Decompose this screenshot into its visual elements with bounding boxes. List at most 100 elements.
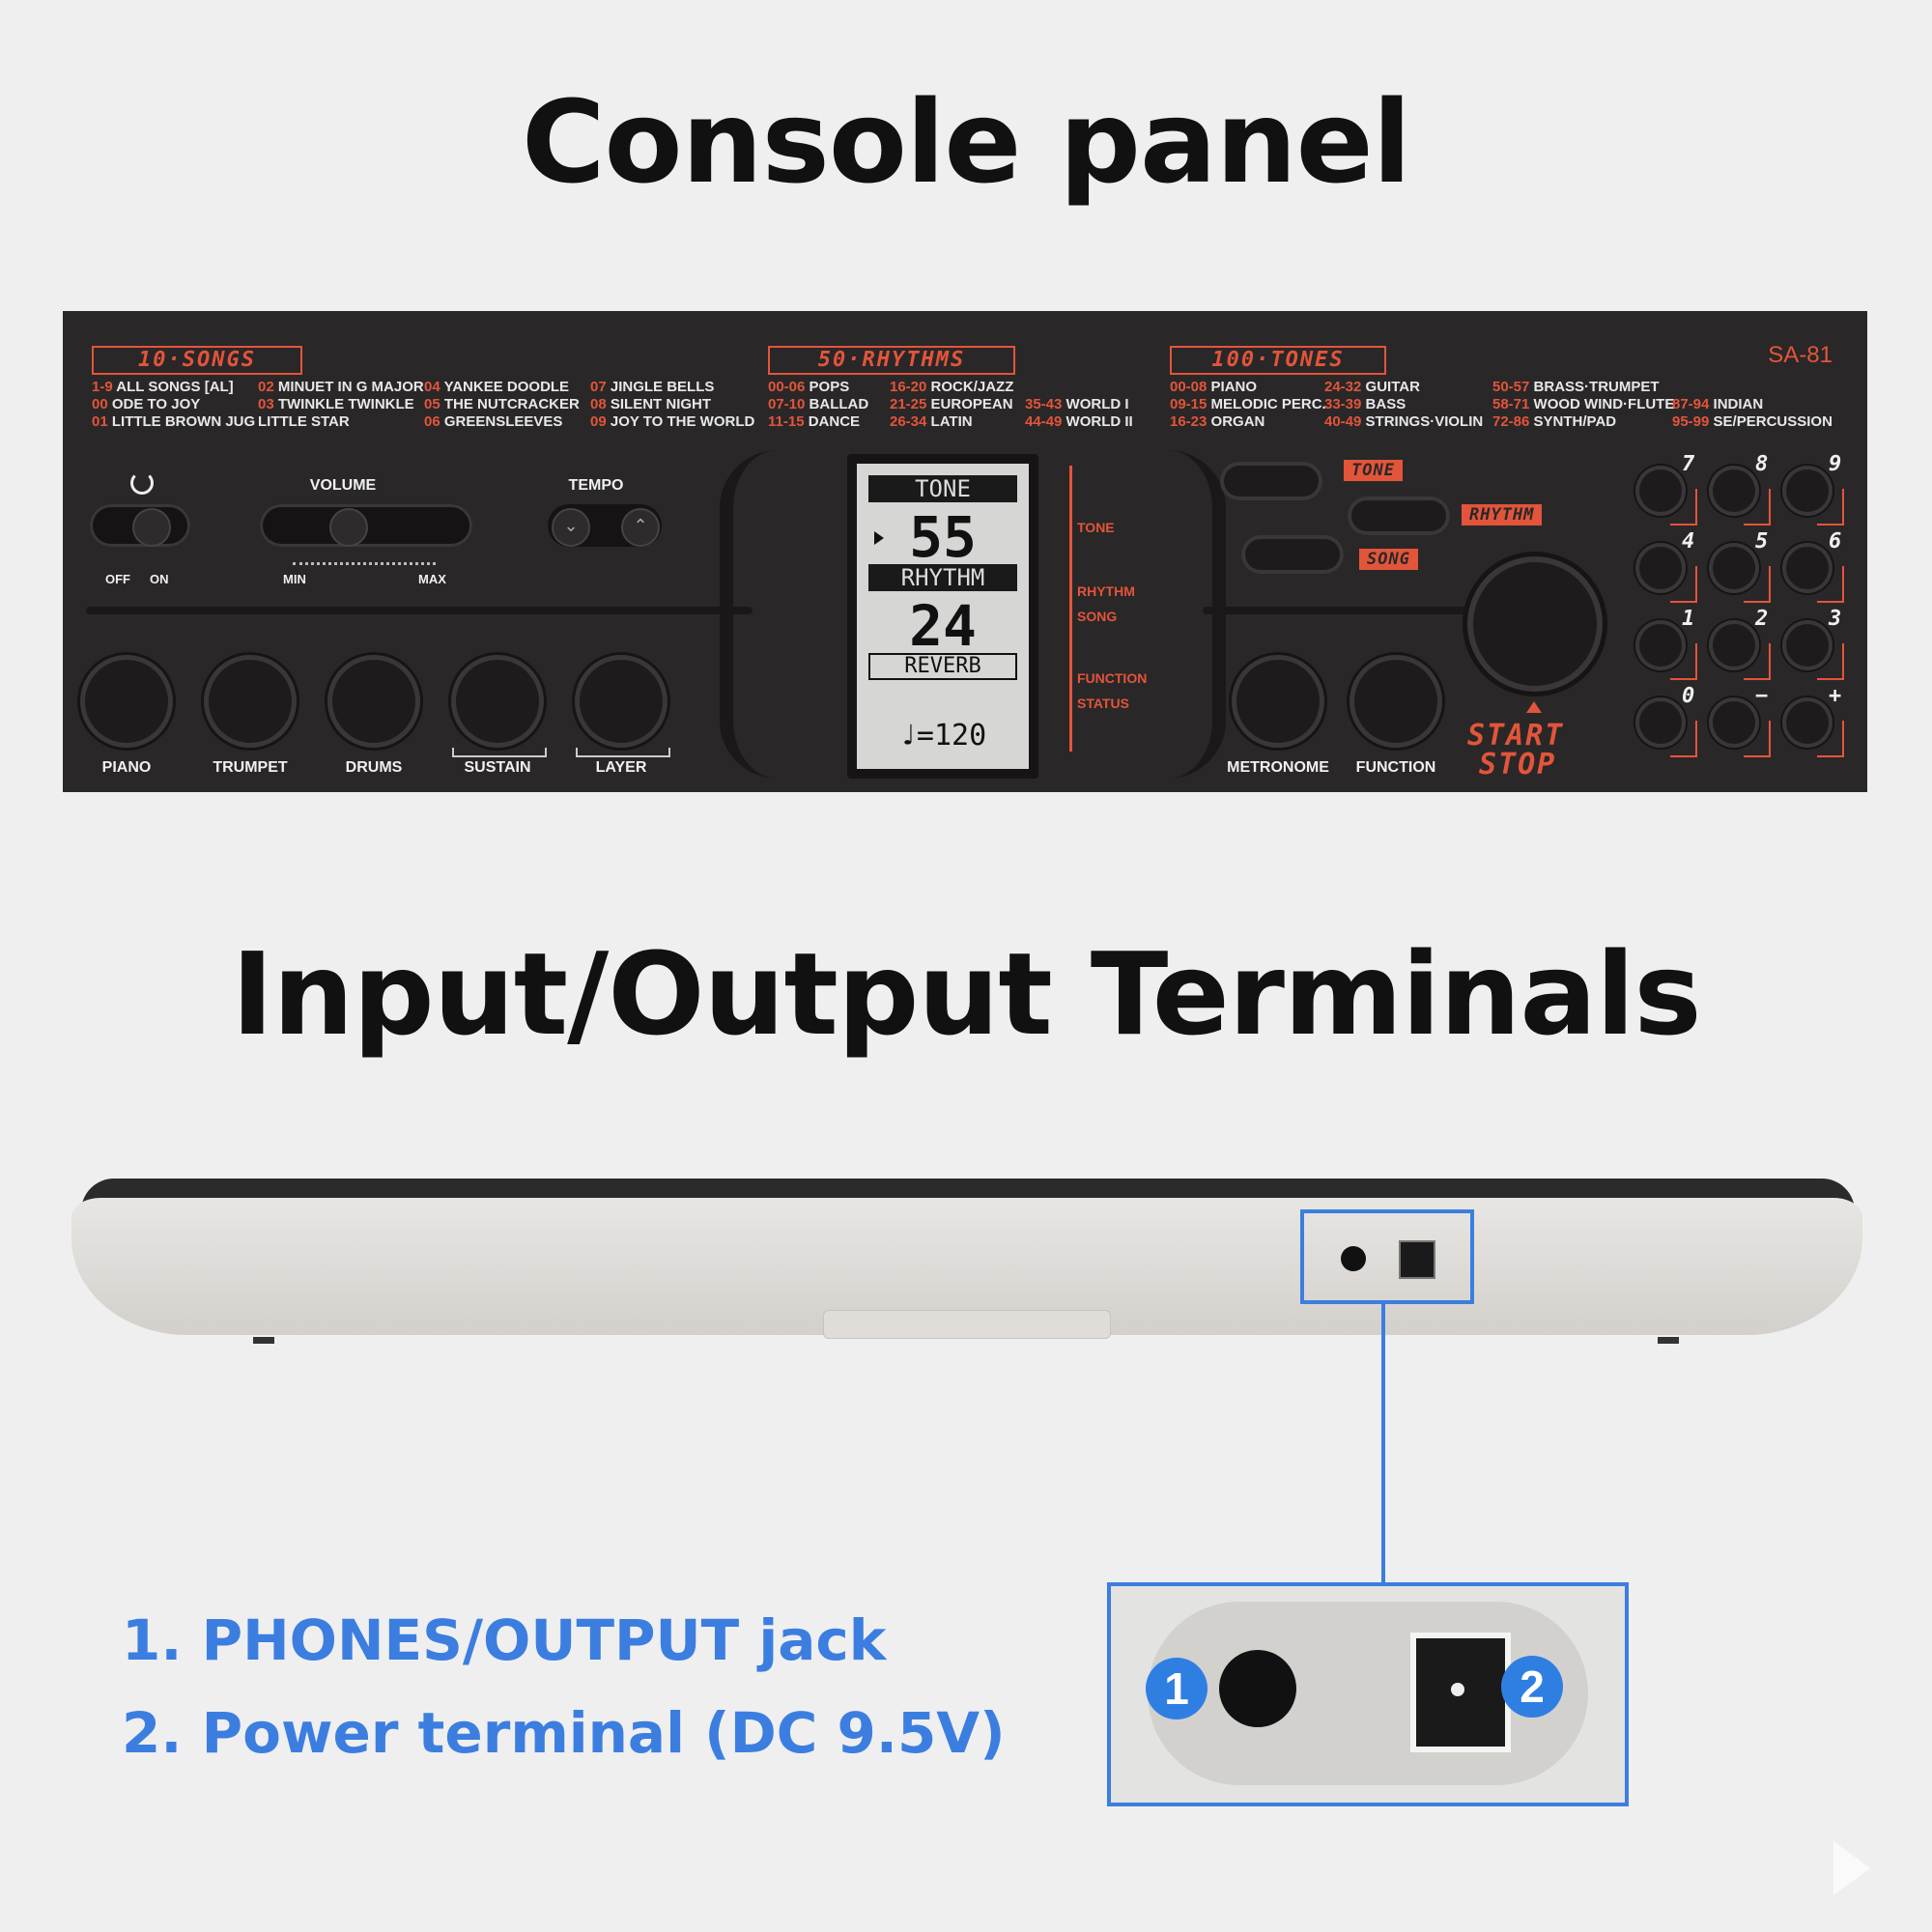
- list-item-number: 06: [424, 413, 444, 430]
- list-item: 09 JOY TO THE WORLD: [590, 413, 754, 431]
- list-item-name: JINGLE BELLS: [610, 379, 715, 395]
- list-item: 87-94 INDIAN: [1672, 396, 1833, 413]
- min-label: MIN: [283, 572, 306, 586]
- list-item-name: ODE TO JOY: [111, 396, 201, 412]
- keypad-bracket: [1817, 721, 1844, 757]
- keypad-button[interactable]: [1635, 543, 1686, 593]
- list-item-name: [1025, 379, 1029, 395]
- keypad-bracket: [1744, 489, 1771, 526]
- stop-label: STOP: [1479, 748, 1557, 781]
- keypad-button[interactable]: [1782, 697, 1833, 748]
- list-item: 50-57 BRASS·TRUMPET: [1492, 379, 1674, 396]
- list-item: 07-10 BALLAD: [768, 396, 868, 413]
- console-panel: 10·SONGS 50·RHYTHMS 100·TONES SA-81 1-9 …: [63, 311, 1867, 792]
- start-arrow-icon: [1526, 701, 1542, 713]
- rhythm-mode-button[interactable]: [1348, 497, 1450, 535]
- trumpet-label: TRUMPET: [213, 759, 288, 776]
- keypad-button[interactable]: [1635, 697, 1686, 748]
- list-item-number: 00-08: [1170, 379, 1211, 395]
- keypad-button[interactable]: [1709, 697, 1759, 748]
- list-item: 21-25 EUROPEAN: [890, 396, 1013, 413]
- power-icon: [130, 471, 154, 495]
- list-item-name: GREENSLEEVES: [443, 413, 563, 430]
- trumpet-button[interactable]: [204, 655, 297, 748]
- list-item: 06 GREENSLEEVES: [424, 413, 580, 431]
- list-item: 00-06 POPS: [768, 379, 868, 396]
- function-label: FUNCTION: [1355, 759, 1436, 776]
- list-item-name: BASS: [1365, 396, 1406, 412]
- list-item-name: BRASS·TRUMPET: [1533, 379, 1660, 395]
- list-item-name: JOY TO THE WORLD: [610, 413, 755, 430]
- list-item: 02 MINUET IN G MAJOR: [258, 379, 424, 396]
- off-label: OFF: [105, 572, 130, 586]
- list-item-name: SE/PERCUSSION: [1713, 413, 1833, 430]
- keypad-button[interactable]: [1635, 466, 1686, 516]
- tempo-up-button[interactable]: ⌃: [621, 508, 660, 547]
- tone-mode-button[interactable]: [1220, 462, 1322, 500]
- list-item-number: 24-32: [1324, 379, 1366, 395]
- list-item-number: 00: [92, 396, 112, 412]
- volume-slider[interactable]: [260, 504, 472, 547]
- list-item-name: GUITAR: [1365, 379, 1420, 395]
- keypad-bracket: [1670, 721, 1697, 757]
- function-button[interactable]: [1350, 655, 1442, 748]
- keypad-digit: 0: [1682, 684, 1695, 708]
- play-icon[interactable]: [1833, 1841, 1870, 1895]
- power-terminal: [1410, 1633, 1511, 1752]
- power-switch[interactable]: [90, 504, 190, 547]
- list-item-name: WORLD II: [1065, 413, 1133, 430]
- keypad-digit: 3: [1829, 607, 1842, 631]
- list-item-name: STRINGS·VIOLIN: [1365, 413, 1484, 430]
- side-label-song: SONG: [1077, 609, 1118, 624]
- keypad-digit: 7: [1682, 452, 1695, 476]
- metronome-button[interactable]: [1232, 655, 1324, 748]
- callout-line: [1381, 1302, 1385, 1585]
- keyboard-foot-right: [1658, 1337, 1679, 1344]
- list-item-name: THE NUTCRACKER: [443, 396, 580, 412]
- list-item: 24-32 GUITAR: [1324, 379, 1483, 396]
- list-item-number: 08: [590, 396, 611, 412]
- sustain-button[interactable]: [451, 655, 544, 748]
- list-item-number: 07-10: [768, 396, 810, 412]
- list-item: [1672, 379, 1833, 396]
- list-item: [1025, 379, 1133, 396]
- keypad-button[interactable]: [1782, 543, 1833, 593]
- keypad-button[interactable]: [1635, 620, 1686, 670]
- max-label: MAX: [418, 572, 446, 586]
- list-item-name: ORGAN: [1210, 413, 1265, 430]
- piano-button[interactable]: [80, 655, 173, 748]
- song-mode-button[interactable]: [1241, 535, 1344, 574]
- tempo-down-button[interactable]: ⌄: [552, 508, 590, 547]
- list-item: 26-34 LATIN: [890, 413, 1013, 431]
- lcd-reverb: REVERB: [868, 653, 1017, 680]
- sustain-label: SUSTAIN: [464, 759, 531, 776]
- keypad-bracket: [1744, 721, 1771, 757]
- keypad-button[interactable]: [1782, 620, 1833, 670]
- sustain-bracket: [452, 748, 547, 757]
- list-item: 40-49 STRINGS·VIOLIN: [1324, 413, 1483, 431]
- terminals-zoom: 1 2: [1109, 1584, 1627, 1804]
- display-frame-left: [720, 450, 820, 779]
- keypad-digit: 8: [1755, 452, 1769, 476]
- volume-scale: [293, 562, 436, 571]
- start-stop-button[interactable]: [1467, 556, 1603, 692]
- drums-button[interactable]: [327, 655, 420, 748]
- lcd-tone-value: 55: [909, 504, 977, 570]
- keypad-button[interactable]: [1709, 620, 1759, 670]
- list-item-number: 87-94: [1672, 396, 1714, 412]
- layer-button[interactable]: [575, 655, 668, 748]
- list-item: 08 SILENT NIGHT: [590, 396, 754, 413]
- lcd-tempo-readout: ♩=120: [898, 719, 987, 753]
- rhythms-title: 50·RHYTHMS: [768, 346, 1015, 375]
- keypad-button[interactable]: [1709, 466, 1759, 516]
- list-item-name: BALLAD: [809, 396, 869, 412]
- volume-knob[interactable]: [329, 508, 368, 547]
- keypad-button[interactable]: [1709, 543, 1759, 593]
- list-item-name: DANCE: [808, 413, 861, 430]
- keypad-digit: −: [1755, 684, 1769, 708]
- keypad-button[interactable]: [1782, 466, 1833, 516]
